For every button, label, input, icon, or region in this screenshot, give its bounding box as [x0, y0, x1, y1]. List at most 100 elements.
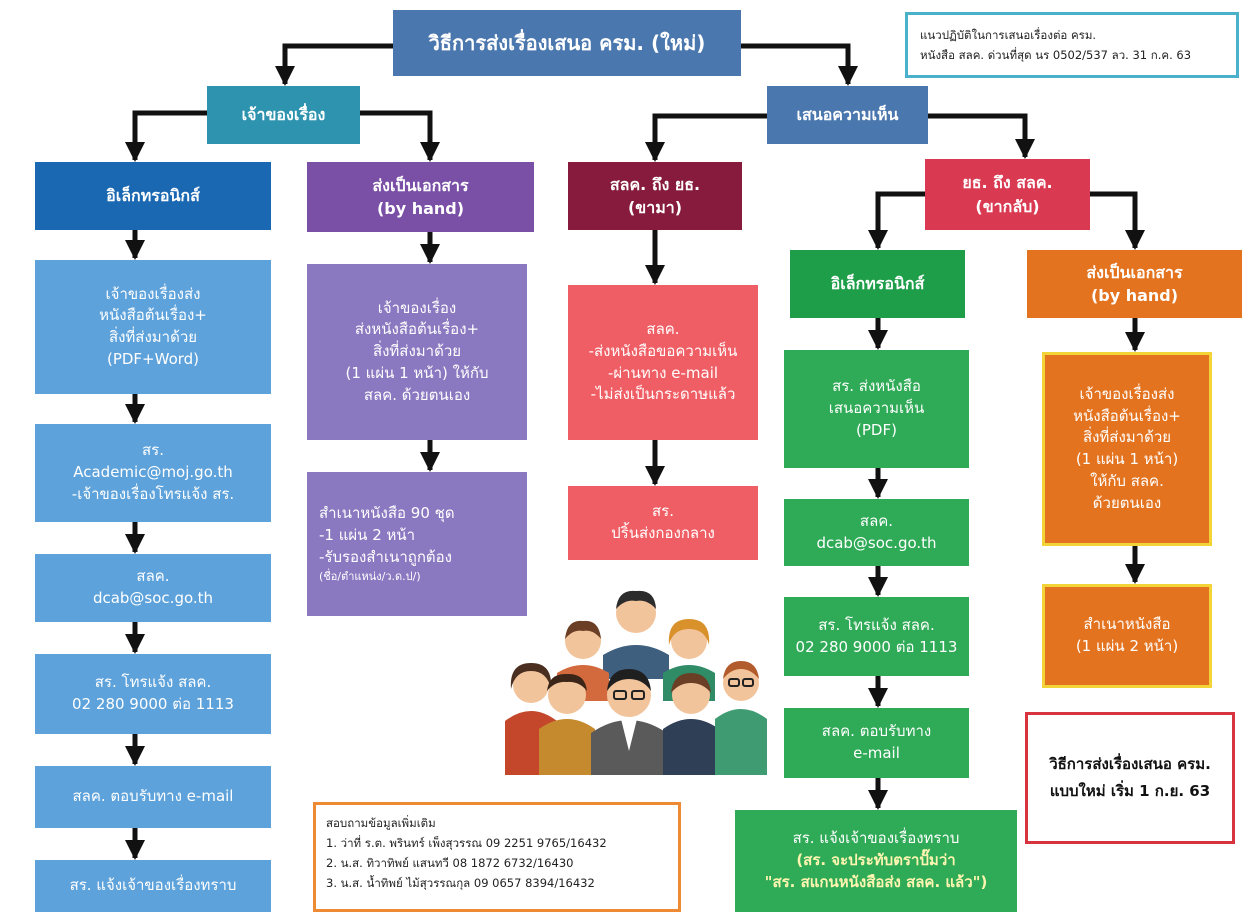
- owner-byhand-step-2-line: สำเนาหนังสือ 90 ชุด: [319, 504, 455, 523]
- outbound-step-1-line: -ส่งหนังสือขอความเห็น: [588, 341, 738, 360]
- inbound-byhand-step-1-line: หนังสือต้นเรื่อง+: [1073, 406, 1181, 425]
- inbound-electronic-step-1-line: (PDF): [856, 420, 897, 439]
- owner-electronic-step-2: สร. Academic@moj.go.th -เจ้าของเรื่องโทร…: [35, 424, 271, 522]
- owner-byhand-step-1-line: เจ้าของเรื่อง: [377, 298, 457, 317]
- inbound-electronic-step-4: สลค. ตอบรับทาง e-mail: [784, 708, 969, 778]
- inbound-byhand-step-2-line: สำเนาหนังสือ: [1083, 615, 1171, 634]
- owner-byhand-step-2: สำเนาหนังสือ 90 ชุด -1 แผ่น 2 หน้า -รับร…: [307, 472, 527, 616]
- inbound-byhand-heading-line1: ส่งเป็นเอกสาร: [1086, 262, 1183, 282]
- owner-electronic-step-3-line: dcab@soc.go.th: [92, 589, 214, 607]
- owner-electronic-step-2-line: สร.: [142, 441, 164, 460]
- person-front-left: [539, 673, 595, 775]
- guideline-note: แนวปฏิบัติในการเสนอเรื่องต่อ ครม. หนังสื…: [905, 12, 1239, 78]
- inbound-byhand-step-1-line: ด้วยตนเอง: [1092, 493, 1162, 512]
- owner-electronic-step-1-line: เจ้าของเรื่องส่ง: [105, 284, 201, 303]
- outbound-step-2-line: ปริ้นส่งกองกลาง: [611, 524, 715, 542]
- start-date-note-line1: วิธีการส่งเรื่องเสนอ ครม.: [1049, 755, 1211, 773]
- owner-electronic-step-4-line: 02 280 9000 ต่อ 1113: [72, 695, 234, 713]
- contact-info-item: 2. น.ส. ทิวาทิพย์ แสนทวี 08 1872 6732/16…: [326, 856, 574, 871]
- owner-byhand-step-1-line: สลค. ด้วยตนเอง: [363, 385, 471, 404]
- owner-electronic-heading-text: อิเล็กทรอนิกส์: [106, 186, 200, 206]
- arrow-opinion-to-inbound: [928, 113, 1035, 159]
- owner-byhand-heading: ส่งเป็นเอกสาร (by hand): [307, 162, 534, 232]
- owner-electronic-step-4: สร. โทรแจ้ง สลค. 02 280 9000 ต่อ 1113: [35, 654, 271, 734]
- inbound-byhand-heading: ส่งเป็นเอกสาร (by hand): [1027, 250, 1242, 318]
- inbound-electronic-step-3-line: 02 280 9000 ต่อ 1113: [795, 637, 958, 656]
- inbound-electronic-heading: อิเล็กทรอนิกส์: [790, 250, 965, 318]
- inbound-electronic-step-1-line: สร. ส่งหนังสือ: [832, 377, 921, 396]
- inbound-electronic-final: สร. แจ้งเจ้าของเรื่องทราบ (สร. จะประทับต…: [735, 810, 1017, 912]
- owner-electronic-step-3-line: สลค.: [136, 567, 170, 586]
- contact-info-item: 3. น.ส. น้ำทิพย์ ไม้สุวรรณกุล 09 0657 83…: [326, 876, 595, 891]
- owner-byhand-heading-line1: ส่งเป็นเอกสาร: [372, 175, 469, 195]
- inbound-byhand-step-1: เจ้าของเรื่องส่ง หนังสือต้นเรื่อง+ สิ่งท…: [1042, 352, 1212, 546]
- owner-electronic-step-1-line: สิ่งที่ส่งมาด้วย: [108, 328, 198, 346]
- start-date-note: วิธีการส่งเรื่องเสนอ ครม. แบบใหม่ เริ่ม …: [1025, 712, 1235, 844]
- inbound-electronic-final-line2: (สร. จะประทับตราปั๊มว่า: [796, 851, 956, 870]
- start-date-note-line2: แบบใหม่ เริ่ม 1 ก.ย. 63: [1049, 782, 1211, 800]
- owner-heading-text: เจ้าของเรื่อง: [241, 105, 326, 125]
- inbound-heading-line1: ยธ. ถึง สลค.: [962, 173, 1053, 193]
- person-front-center: [591, 669, 667, 775]
- owner-electronic-step-4-line: สร. โทรแจ้ง สลค.: [94, 673, 212, 692]
- contact-info-box: สอบถามข้อมูลเพิ่มเติม 1. ว่าที่ ร.ต. พริ…: [313, 802, 681, 912]
- diagram-title: วิธีการส่งเรื่องเสนอ ครม. (ใหม่): [393, 10, 741, 76]
- inbound-electronic-heading-text: อิเล็กทรอนิกส์: [830, 274, 925, 294]
- inbound-electronic-final-line1: สร. แจ้งเจ้าของเรื่องทราบ: [792, 829, 960, 848]
- inbound-electronic-step-2: สลค. dcab@soc.go.th: [784, 499, 969, 566]
- owner-byhand-step-2-note: (ชื่อ/ตำแหน่ง/ว.ด.ป/): [319, 569, 421, 583]
- inbound-heading: ยธ. ถึง สลค. (ขากลับ): [925, 159, 1090, 230]
- owner-byhand-step-2-line: -1 แผ่น 2 หน้า: [319, 526, 416, 545]
- arrow-inbound-to-byhand: [1090, 191, 1145, 250]
- person-front-right: [663, 673, 719, 775]
- arrow-owner-to-byhand: [360, 110, 440, 162]
- inbound-byhand-step-1-line: เจ้าของเรื่องส่ง: [1079, 384, 1175, 403]
- diagram-title-text: วิธีการส่งเรื่องเสนอ ครม. (ใหม่): [428, 30, 706, 55]
- inbound-electronic-step-2-line: สลค.: [859, 511, 894, 530]
- outbound-heading-line2: (ขามา): [627, 198, 683, 217]
- inbound-electronic-step-2-line: dcab@soc.go.th: [816, 533, 937, 552]
- arrow-title-to-opinion: [741, 43, 858, 86]
- inbound-electronic-step-1-line: เสนอความเห็น: [828, 399, 925, 418]
- inbound-heading-line2: (ขากลับ): [975, 196, 1040, 216]
- owner-byhand-step-2-line: -รับรองสำเนาถูกต้อง: [319, 547, 453, 566]
- owner-byhand-heading-line2: (by hand): [376, 199, 465, 218]
- guideline-note-line2: หนังสือ สลค. ด่วนที่สุด นร 0502/537 ลว. …: [920, 48, 1192, 63]
- outbound-heading: สลค. ถึง ยธ. (ขามา): [568, 162, 742, 230]
- outbound-step-1-line: -ไม่ส่งเป็นกระดาษแล้ว: [590, 385, 736, 404]
- owner-electronic-step-1-line: (PDF+Word): [106, 349, 200, 368]
- person-front-far-right: [715, 661, 767, 775]
- arrow-opinion-to-outbound: [645, 113, 767, 162]
- owner-byhand-step-1-line: (1 แผ่น 1 หน้า) ให้กับ: [345, 363, 489, 382]
- arrow-title-to-owner: [275, 43, 393, 86]
- owner-electronic-step-6: สร. แจ้งเจ้าของเรื่องทราบ: [35, 860, 271, 912]
- arrow-inbound-to-electronic: [868, 191, 925, 250]
- owner-byhand-step-1-line: ส่งหนังสือต้นเรื่อง+: [354, 320, 480, 339]
- owner-electronic-step-1-line: หนังสือต้นเรื่อง+: [99, 306, 207, 325]
- owner-electronic-step-1: เจ้าของเรื่องส่ง หนังสือต้นเรื่อง+ สิ่งท…: [35, 260, 271, 394]
- contact-info-heading: สอบถามข้อมูลเพิ่มเติม: [326, 816, 436, 830]
- outbound-step-2: สร. ปริ้นส่งกองกลาง: [568, 486, 758, 560]
- contact-info-item: 1. ว่าที่ ร.ต. พรินทร์ เพ็งสุวรรณ 09 225…: [326, 836, 607, 851]
- inbound-electronic-step-1: สร. ส่งหนังสือ เสนอความเห็น (PDF): [784, 350, 969, 468]
- inbound-byhand-step-1-line: (1 แผ่น 1 หน้า): [1075, 450, 1179, 468]
- owner-electronic-step-2-line: -เจ้าของเรื่องโทรแจ้ง สร.: [71, 484, 235, 503]
- opinion-heading-text: เสนอความเห็น: [796, 105, 899, 125]
- guideline-note-line1: แนวปฏิบัติในการเสนอเรื่องต่อ ครม.: [920, 28, 1097, 42]
- inbound-byhand-step-2: สำเนาหนังสือ (1 แผ่น 2 หน้า): [1042, 584, 1212, 688]
- outbound-step-1-line: สลค.: [646, 320, 680, 338]
- inbound-electronic-step-4-line: สลค. ตอบรับทาง: [821, 722, 932, 741]
- owner-electronic-step-3: สลค. dcab@soc.go.th: [35, 554, 271, 622]
- opinion-heading: เสนอความเห็น: [767, 86, 928, 144]
- inbound-electronic-step-4-line: e-mail: [853, 744, 900, 762]
- inbound-electronic-step-3-line: สร. โทรแจ้ง สลค.: [818, 615, 935, 634]
- outbound-step-1: สลค. -ส่งหนังสือขอความเห็น -ผ่านทาง e-ma…: [568, 285, 758, 440]
- inbound-electronic-final-line3: "สร. สแกนหนังสือส่ง สลค. แล้ว"): [764, 872, 988, 891]
- inbound-electronic-step-3: สร. โทรแจ้ง สลค. 02 280 9000 ต่อ 1113: [784, 597, 969, 676]
- inbound-byhand-heading-line2: (by hand): [1090, 286, 1179, 305]
- person-back-center: [603, 590, 669, 679]
- outbound-heading-line1: สลค. ถึง ยธ.: [609, 174, 701, 194]
- owner-electronic-step-5: สลค. ตอบรับทาง e-mail: [35, 766, 271, 828]
- outbound-step-2-line: สร.: [652, 502, 674, 521]
- inbound-byhand-step-1-line: สิ่งที่ส่งมาด้วย: [1082, 428, 1172, 447]
